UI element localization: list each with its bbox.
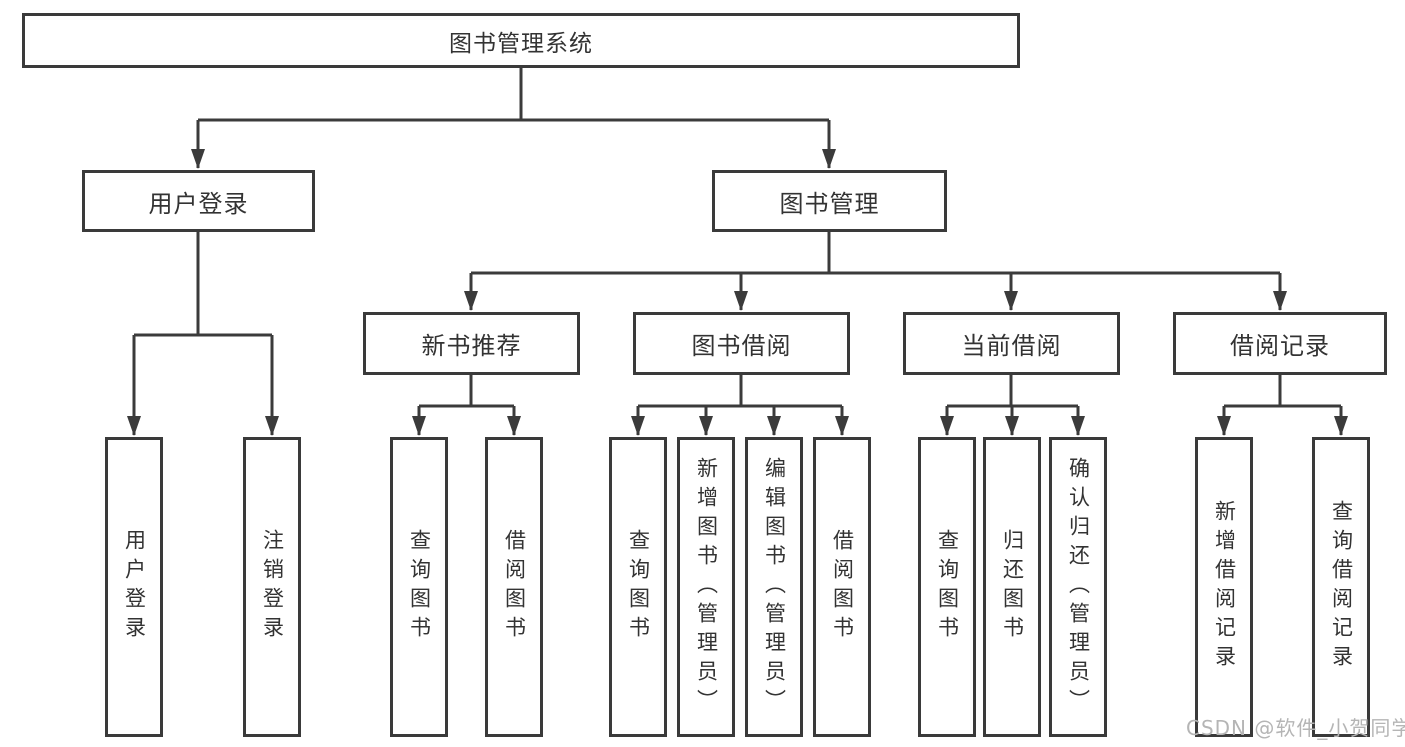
node-label: 新增图书（管理员） [694,456,719,718]
node-label: 用户登录 [122,529,147,645]
leaf-borrow-query: 查询图书 [609,437,667,737]
node-label: 图书管理系统 [449,30,593,57]
node-label: 借阅图书 [830,529,855,645]
node-label: 编辑图书（管理员） [762,456,787,718]
node-label: 借阅记录 [1230,332,1330,360]
node-book-borrow: 图书借阅 [633,312,850,375]
node-label: 图书管理 [779,189,880,218]
node-label: 借阅图书 [502,529,527,645]
leaf-borrow-borrow: 借阅图书 [813,437,871,737]
node-label: 图书借阅 [691,332,792,360]
leaf-borrow-edit: 编辑图书（管理员） [745,437,803,737]
watermark: CSDN @软件_小贺同学 [1186,716,1405,740]
node-label: 归还图书 [1000,529,1025,645]
node-user-login: 用户登录 [82,170,315,232]
node-new-books: 新书推荐 [363,312,580,375]
leaf-records-add: 新增借阅记录 [1195,437,1253,737]
leaf-newbooks-borrow: 借阅图书 [485,437,543,737]
leaf-newbooks-query: 查询图书 [390,437,448,737]
leaf-current-confirm: 确认归还（管理员） [1049,437,1107,737]
leaf-borrow-add: 新增图书（管理员） [677,437,735,737]
node-label: 当前借阅 [961,332,1062,360]
node-current-borrow: 当前借阅 [903,312,1120,375]
node-label: 注销登录 [260,529,285,645]
node-label: 查询借阅记录 [1329,500,1354,674]
node-label: 查询图书 [407,529,432,645]
leaf-logout: 注销登录 [243,437,301,737]
node-label: 新增借阅记录 [1212,500,1237,674]
leaf-records-query: 查询借阅记录 [1312,437,1370,737]
node-book-mgmt: 图书管理 [712,170,947,232]
node-label: 查询图书 [626,529,651,645]
node-root: 图书管理系统 [22,13,1020,68]
leaf-current-return: 归还图书 [983,437,1041,737]
node-label: 查询图书 [935,529,960,645]
node-borrow-records: 借阅记录 [1173,312,1387,375]
leaf-user-login: 用户登录 [105,437,163,737]
node-label: 新书推荐 [421,332,522,360]
node-label: 用户登录 [148,189,249,218]
node-label: 确认归还（管理员） [1066,456,1091,718]
leaf-current-query: 查询图书 [918,437,976,737]
